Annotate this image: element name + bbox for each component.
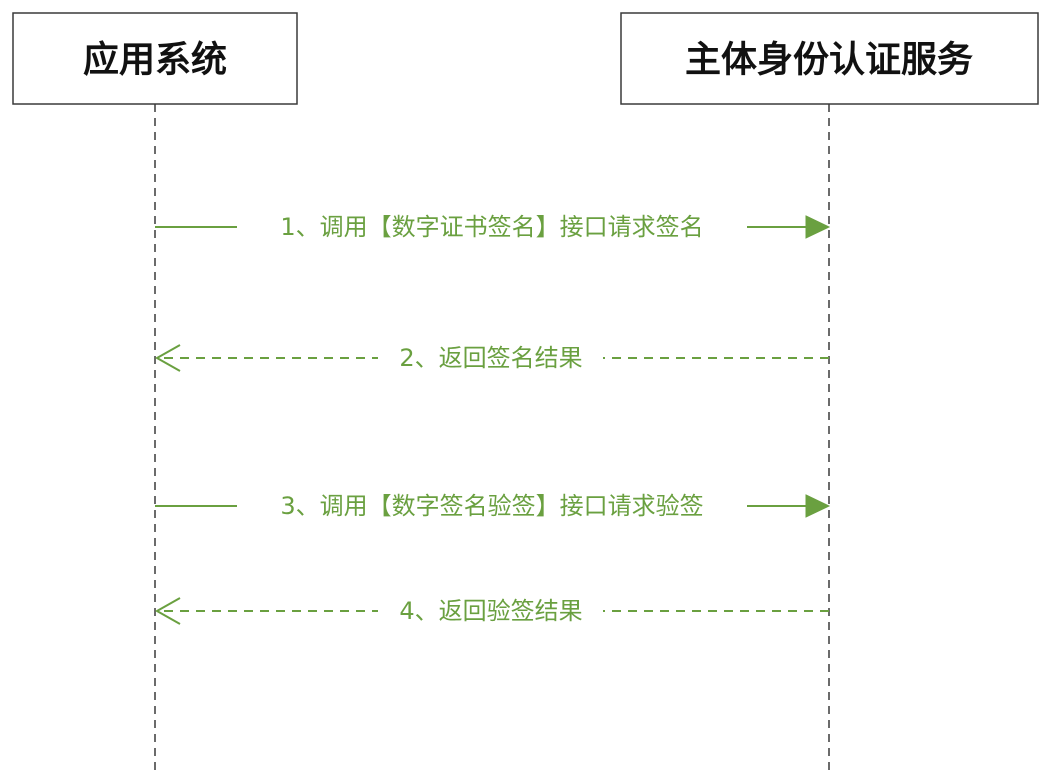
message-label: 4、返回验签结果	[399, 597, 582, 625]
actor-label-auth: 主体身份认证服务	[685, 40, 973, 81]
message-label-bg	[378, 341, 603, 375]
actor-auth: 主体身份认证服务	[620, 12, 1039, 105]
arrowhead-solid-icon	[805, 494, 831, 518]
message-label: 2、返回签名结果	[399, 344, 582, 372]
actor-app: 应用系统	[12, 12, 298, 105]
message-label-bg	[378, 594, 603, 628]
message-4: 4、返回验签结果	[154, 594, 829, 628]
actor-box-auth	[620, 12, 1039, 105]
message-label-bg	[237, 210, 747, 244]
actor-box-app	[12, 12, 298, 105]
message-3: 3、调用【数字签名验签】接口请求验签	[155, 489, 831, 523]
message-label: 3、调用【数字签名验签】接口请求验签	[280, 492, 703, 520]
message-2: 2、返回签名结果	[154, 341, 829, 375]
arrowhead-solid-icon	[805, 215, 831, 239]
actor-label-app: 应用系统	[83, 40, 227, 81]
message-label-bg	[237, 489, 747, 523]
message-1: 1、调用【数字证书签名】接口请求签名	[155, 210, 831, 244]
arrowhead-open-icon	[154, 344, 181, 372]
message-label: 1、调用【数字证书签名】接口请求签名	[280, 213, 703, 241]
arrowhead-open-icon	[154, 597, 181, 625]
